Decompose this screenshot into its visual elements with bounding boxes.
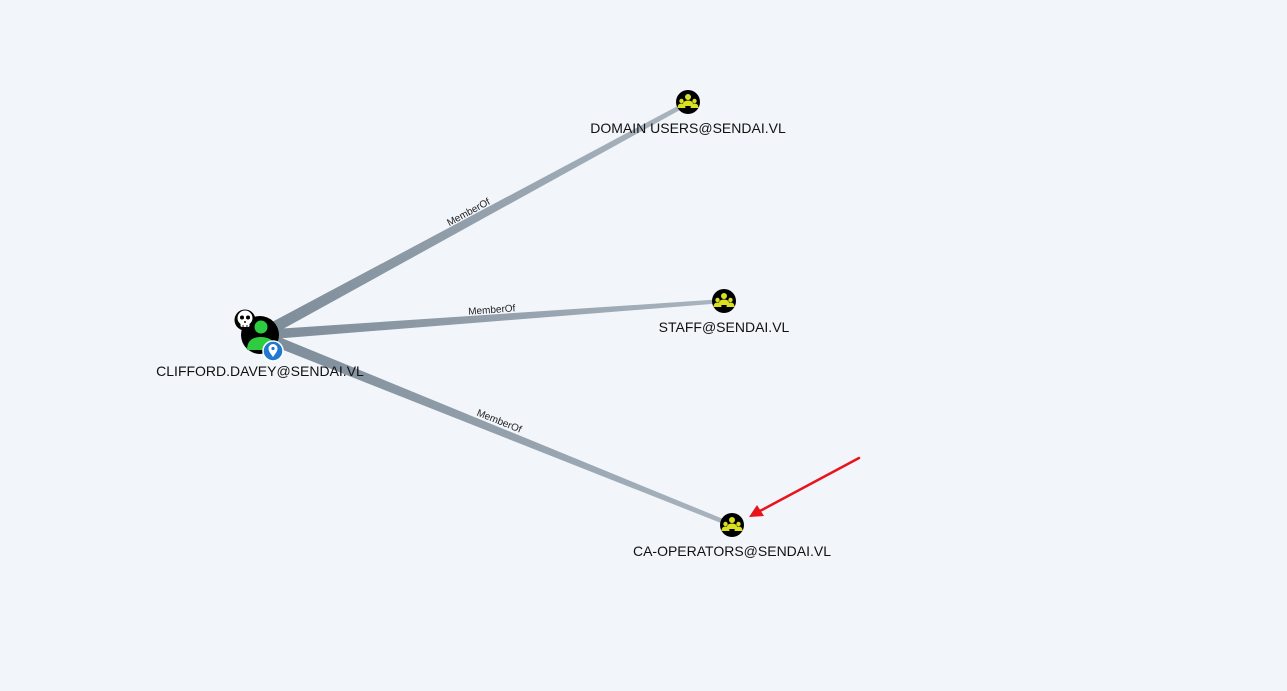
node-user-clifford-davey[interactable]: CLIFFORD.DAVEY@SENDAI.VL (156, 309, 364, 380)
annotation-arrow-icon (749, 456, 861, 517)
edge-line (257, 101, 689, 340)
node-group-staff[interactable]: STAFF@SENDAI.VL (659, 289, 790, 335)
edge-line (260, 299, 724, 340)
edge-user-staff[interactable]: MemberOf (260, 299, 724, 340)
node-label: DOMAIN USERS@SENDAI.VL (590, 120, 786, 136)
node-group-ca-operators[interactable]: CA-OPERATORS@SENDAI.VL (633, 513, 831, 559)
node-label: CLIFFORD.DAVEY@SENDAI.VL (156, 363, 364, 379)
edge-user-ca-operators[interactable]: MemberOf (258, 330, 733, 527)
node-label: STAFF@SENDAI.VL (659, 319, 790, 335)
group-icon (676, 90, 700, 114)
node-group-domain-users[interactable]: DOMAIN USERS@SENDAI.VL (590, 90, 786, 136)
group-icon (720, 513, 744, 537)
node-label: CA-OPERATORS@SENDAI.VL (633, 543, 831, 559)
location-pin-icon (262, 340, 284, 362)
skull-icon (234, 309, 256, 331)
group-icon (712, 289, 736, 313)
edge-label: MemberOf (468, 303, 516, 317)
edge-user-domain-users[interactable]: MemberOf (257, 101, 689, 340)
edge-line (258, 330, 733, 527)
